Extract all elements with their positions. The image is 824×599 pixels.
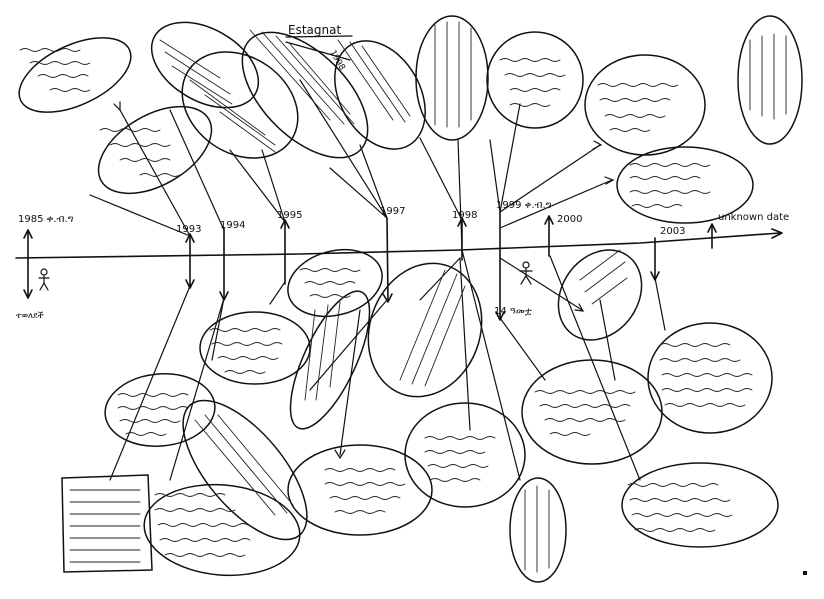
- stick-figure-icon: [519, 261, 533, 285]
- note-bubble: [616, 146, 754, 224]
- age14-label: 14 ዓመቷ: [494, 306, 532, 317]
- note-bubble: [104, 373, 216, 447]
- birth-label: ተወለደች: [16, 310, 45, 321]
- timeline-axis: [15, 228, 783, 259]
- note-bubble: [241, 31, 369, 159]
- stick-figure-icon: [38, 268, 50, 291]
- note-bubble: [584, 54, 706, 156]
- note-bubble: [367, 262, 483, 398]
- note-bubble: [334, 40, 426, 150]
- note-bubble: [181, 51, 299, 159]
- note-bubble: [18, 37, 132, 113]
- year-label-1985: 1985 ቀ.ብ.ግ: [18, 214, 74, 225]
- note-bubble: [509, 477, 567, 583]
- note-bubbles: [18, 15, 803, 583]
- year-labels: 1985 ቀ.ብ.ግ 1993 1994 1995 1997 1998 1999…: [18, 200, 789, 237]
- note-bubble: [737, 15, 803, 145]
- note-box: [61, 474, 153, 573]
- note-bubble: [199, 311, 311, 385]
- note-bubble: [97, 105, 213, 195]
- note-bubble: [647, 322, 773, 434]
- year-label-1997: 1997: [380, 206, 405, 217]
- note-bubble: [143, 483, 301, 577]
- year-label-1999: 1999 ቀ.ብ.ግ: [496, 200, 552, 211]
- title-word: Estagnat: [288, 23, 341, 37]
- year-label-2003: 2003: [660, 226, 685, 237]
- year-ticks: [23, 211, 717, 321]
- title-annotation: Estagnat: [285, 23, 353, 61]
- note-bubble: [621, 462, 779, 548]
- note-bubble: [415, 15, 489, 141]
- note-bubble: [150, 21, 260, 109]
- note-bubble: [289, 290, 371, 430]
- corner-mark: [803, 571, 807, 575]
- age14-marker: 14 ዓመቷ: [494, 261, 533, 317]
- birth-marker: ተወለደች: [16, 268, 50, 321]
- year-label-1994: 1994: [220, 220, 245, 231]
- note-bubble: [486, 31, 584, 129]
- handwriting-scribbles: [19, 21, 787, 573]
- note-bubble: [404, 402, 526, 508]
- year-label-2000: 2000: [557, 214, 582, 225]
- note-bubble: [521, 359, 663, 465]
- note-bubble: [557, 249, 643, 341]
- year-label-1998: 1998: [452, 210, 477, 221]
- year-label-1993: 1993: [176, 224, 201, 235]
- note-bubble: [287, 444, 433, 536]
- year-label-1995: 1995: [277, 210, 302, 221]
- note-bubble: [287, 248, 383, 318]
- connector-lines: [89, 79, 666, 481]
- year-label-unknown: unknown date: [718, 212, 789, 223]
